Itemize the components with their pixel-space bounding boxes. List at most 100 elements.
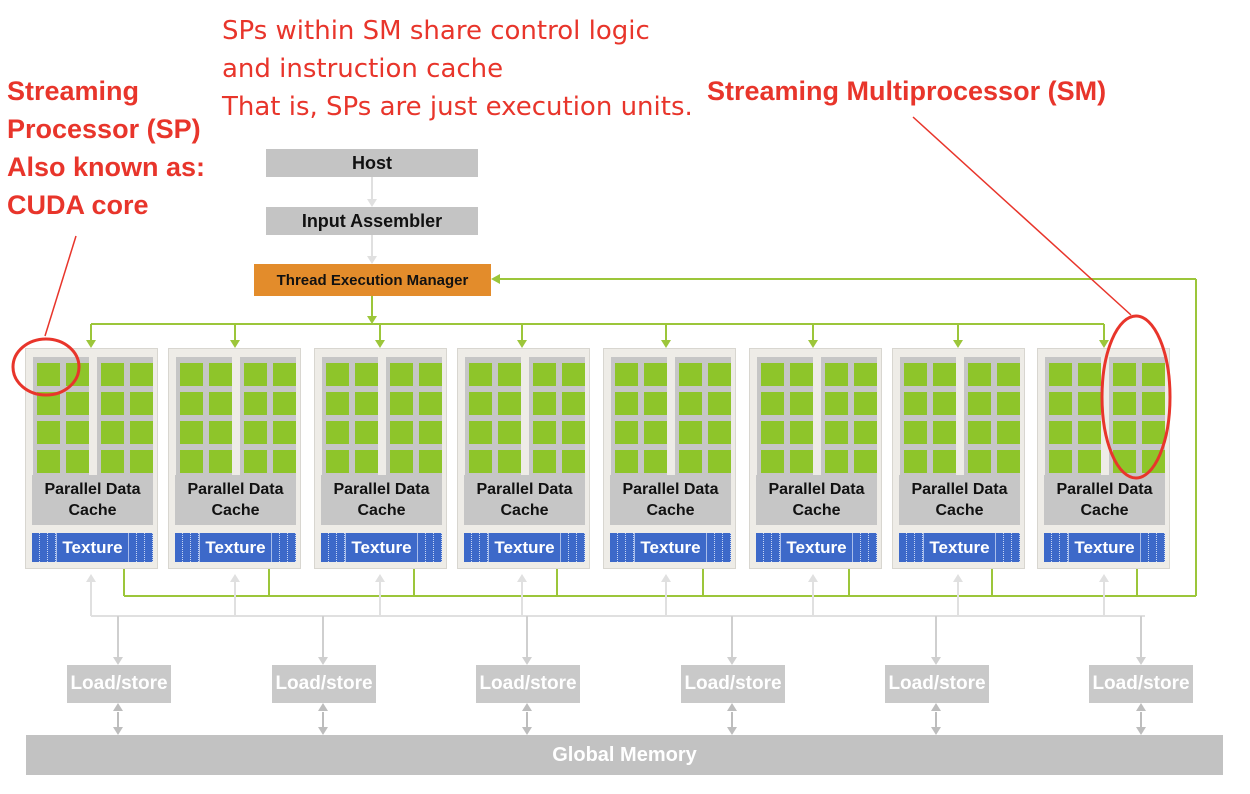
sm-memory-arrow bbox=[375, 574, 385, 582]
sp-core bbox=[854, 392, 877, 415]
load-store-block: Load/store bbox=[1089, 665, 1193, 703]
sp-core bbox=[355, 392, 378, 415]
sp-core bbox=[355, 450, 378, 473]
sp-core bbox=[498, 363, 521, 386]
sp-core bbox=[66, 421, 89, 444]
sp-core bbox=[904, 392, 927, 415]
sm-memory-arrow bbox=[661, 574, 671, 582]
sp-core bbox=[761, 363, 784, 386]
sp-group bbox=[964, 357, 1020, 475]
global-memory-block: Global Memory bbox=[26, 735, 1223, 775]
sp-core bbox=[904, 421, 927, 444]
sm-feed-arrow bbox=[230, 340, 240, 348]
sp-core bbox=[854, 363, 877, 386]
sp-group bbox=[97, 357, 153, 475]
sp-group bbox=[1109, 357, 1165, 475]
sm-feed-arrow bbox=[1099, 340, 1109, 348]
sp-core bbox=[933, 363, 956, 386]
sp-core bbox=[1049, 421, 1072, 444]
sp-core bbox=[390, 392, 413, 415]
sp-core bbox=[761, 450, 784, 473]
sp-core bbox=[1049, 363, 1072, 386]
sp-core bbox=[644, 421, 667, 444]
texture-unit: Texture bbox=[32, 533, 153, 562]
sp-group bbox=[757, 357, 813, 475]
sp-core bbox=[825, 421, 848, 444]
load-store-block: Load/store bbox=[67, 665, 171, 703]
sp-core bbox=[533, 450, 556, 473]
ls-gm-arrow-up bbox=[931, 703, 941, 711]
sp-core bbox=[533, 363, 556, 386]
ia-to-tem-arrow bbox=[367, 256, 377, 264]
ls-feed-arrow bbox=[113, 657, 123, 665]
sp-core bbox=[1113, 450, 1136, 473]
sp-core bbox=[644, 363, 667, 386]
ls-gm-arrow-up bbox=[727, 703, 737, 711]
input-assembler-block: Input Assembler bbox=[266, 207, 478, 235]
sp-core bbox=[679, 450, 702, 473]
sp-core bbox=[790, 363, 813, 386]
sp-core bbox=[825, 392, 848, 415]
sp-core bbox=[244, 421, 267, 444]
sp-core bbox=[66, 392, 89, 415]
texture-label: Texture bbox=[1068, 533, 1141, 562]
sp-core bbox=[37, 392, 60, 415]
sp-core bbox=[1142, 363, 1165, 386]
texture-unit: Texture bbox=[899, 533, 1020, 562]
sp-core bbox=[37, 421, 60, 444]
sp-group bbox=[240, 357, 296, 475]
ls-gm-arrow-down bbox=[522, 727, 532, 735]
sp-group bbox=[176, 357, 232, 475]
texture-unit: Texture bbox=[610, 533, 731, 562]
sp-core bbox=[209, 421, 232, 444]
sp-core bbox=[244, 363, 267, 386]
sp-core bbox=[1078, 392, 1101, 415]
sp-group bbox=[529, 357, 585, 475]
sp-core bbox=[854, 421, 877, 444]
sp-core bbox=[1113, 421, 1136, 444]
ls-gm-arrow-down bbox=[1136, 727, 1146, 735]
sp-core bbox=[209, 363, 232, 386]
texture-label: Texture bbox=[199, 533, 272, 562]
sp-core bbox=[498, 421, 521, 444]
sp-core bbox=[615, 421, 638, 444]
sp-annotation-line: Streaming bbox=[7, 76, 140, 106]
sp-core bbox=[130, 363, 153, 386]
sp-core bbox=[355, 421, 378, 444]
sp-core bbox=[1049, 450, 1072, 473]
sp-core bbox=[101, 450, 124, 473]
sp-core bbox=[997, 450, 1020, 473]
sp-core bbox=[615, 450, 638, 473]
sp-core bbox=[1113, 392, 1136, 415]
shared-logic-line: That is, SPs are just execution units. bbox=[222, 92, 693, 122]
load-store-block: Load/store bbox=[885, 665, 989, 703]
sp-group bbox=[33, 357, 89, 475]
texture-label: Texture bbox=[780, 533, 853, 562]
sp-core bbox=[390, 363, 413, 386]
sp-core bbox=[66, 450, 89, 473]
sm-memory-arrow bbox=[86, 574, 96, 582]
texture-label: Texture bbox=[56, 533, 129, 562]
texture-unit: Texture bbox=[321, 533, 442, 562]
texture-unit: Texture bbox=[1044, 533, 1165, 562]
sp-core bbox=[854, 450, 877, 473]
sp-core bbox=[644, 392, 667, 415]
sp-group bbox=[821, 357, 877, 475]
load-store-block: Load/store bbox=[272, 665, 376, 703]
sp-core bbox=[390, 450, 413, 473]
return-to-tem-arrow bbox=[491, 274, 500, 284]
sp-group bbox=[1045, 357, 1101, 475]
sp-core bbox=[679, 363, 702, 386]
sp-core bbox=[933, 450, 956, 473]
sp-core bbox=[790, 450, 813, 473]
texture-unit: Texture bbox=[175, 533, 296, 562]
sp-core bbox=[326, 363, 349, 386]
sp-core bbox=[355, 363, 378, 386]
